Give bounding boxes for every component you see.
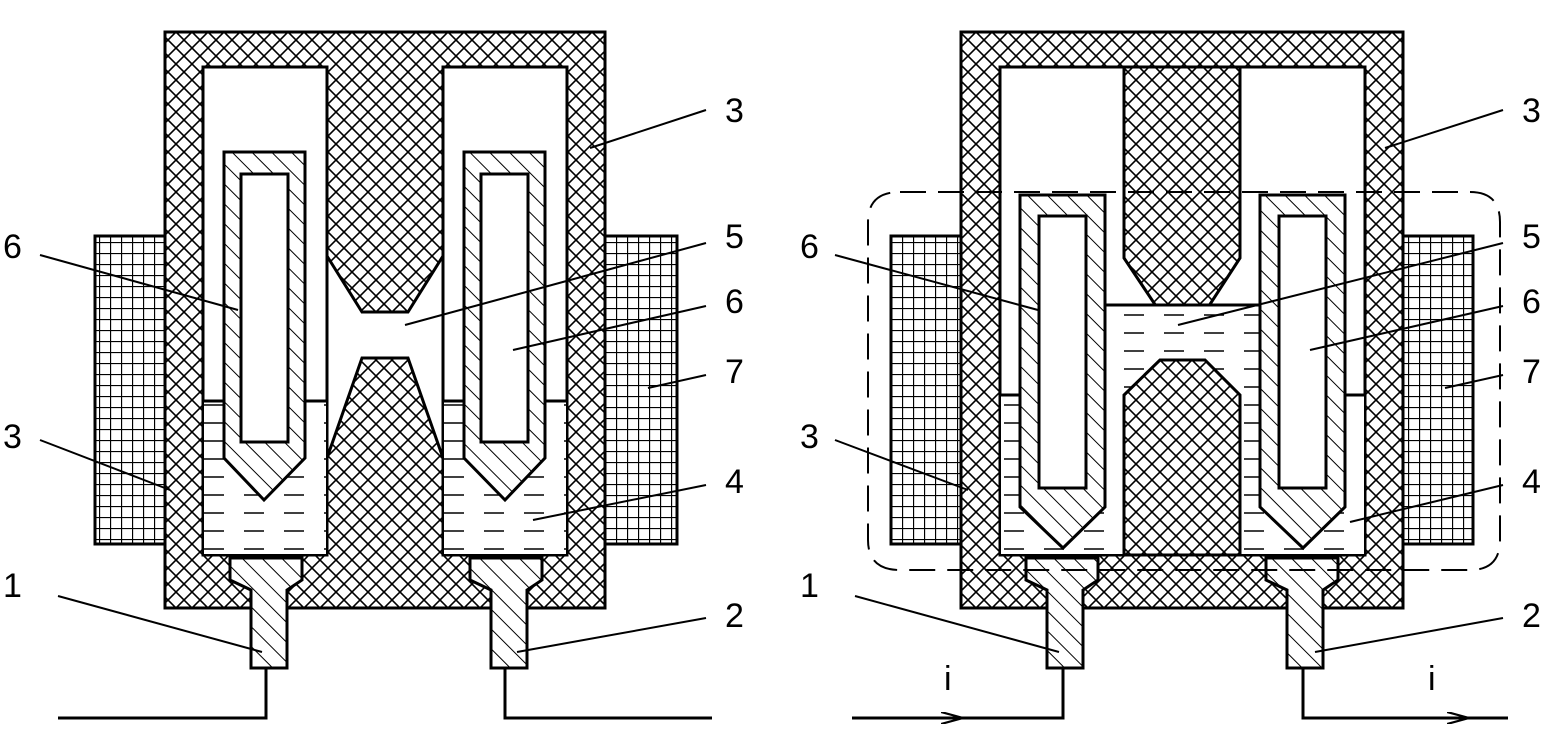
label-4: 4 [725, 463, 744, 501]
label-7: 7 [1522, 353, 1541, 391]
label-2: 2 [725, 597, 744, 635]
left-figure: 3 6 5 6 7 3 4 1 2 [3, 30, 744, 720]
current-in-label: i [944, 660, 952, 698]
terminal-left [228, 556, 304, 670]
label-3-left: 3 [3, 418, 22, 456]
wire-right [1301, 668, 1508, 720]
label-2: 2 [1522, 597, 1541, 635]
coil-left [93, 234, 167, 546]
coil-left [889, 234, 963, 546]
terminal-right [1264, 556, 1340, 670]
label-1: 1 [800, 567, 819, 605]
label-1: 1 [3, 567, 22, 605]
label-3-left: 3 [800, 418, 819, 456]
label-6-right: 6 [1522, 283, 1541, 321]
label-4: 4 [1522, 463, 1541, 501]
terminal-left [1024, 556, 1100, 670]
label-3-top: 3 [725, 92, 744, 130]
wire-right [503, 668, 712, 720]
label-7: 7 [725, 353, 744, 391]
wire-left [58, 668, 268, 720]
right-figure: 3 6 5 6 7 3 4 1 2 i i [800, 30, 1541, 720]
label-6-left: 6 [3, 228, 22, 266]
terminal-right [468, 556, 544, 670]
label-5: 5 [725, 218, 744, 256]
label-6-left: 6 [800, 228, 819, 266]
insulating-body [163, 30, 607, 610]
insulating-body [959, 30, 1405, 610]
label-6-right: 6 [725, 283, 744, 321]
coil-right [1401, 234, 1475, 546]
current-out-label: i [1428, 660, 1436, 698]
label-3-top: 3 [1522, 92, 1541, 130]
wire-left [852, 668, 1065, 720]
label-5: 5 [1522, 218, 1541, 256]
